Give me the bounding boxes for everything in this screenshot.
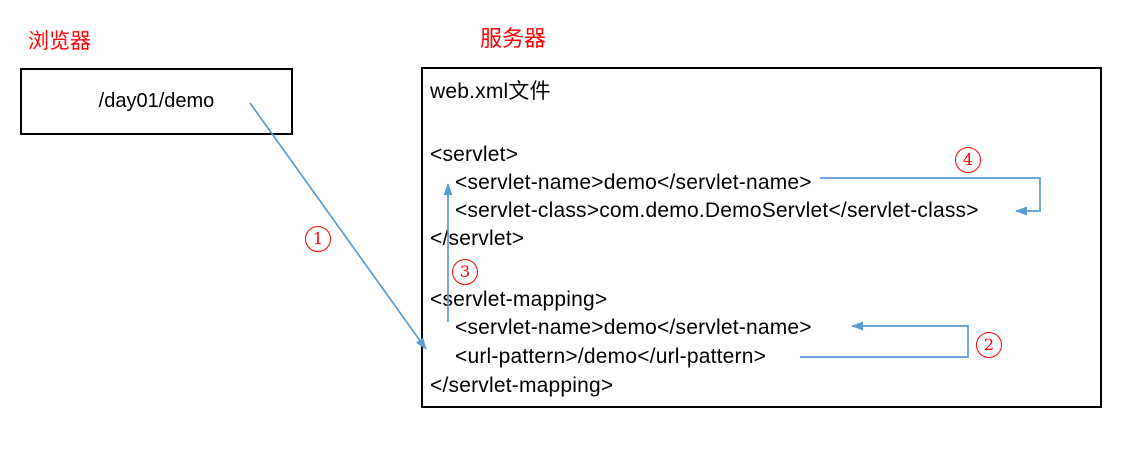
browser-box: /day01/demo	[20, 68, 293, 135]
step-2-badge: 2	[976, 332, 1002, 358]
xml-line-mapping-open: <servlet-mapping>	[430, 288, 608, 311]
server-zone-label: 服务器	[480, 26, 547, 51]
step-4-badge: 4	[955, 147, 981, 173]
xml-line-servlet-class: <servlet-class>com.demo.DemoServlet</ser…	[455, 199, 979, 222]
arrow-step1-request-to-urlpattern	[249, 102, 427, 350]
xml-line-servlet-name: <servlet-name>demo</servlet-name>	[455, 171, 812, 194]
xml-line-servlet-open: <servlet>	[430, 143, 519, 166]
browser-zone-label: 浏览器	[28, 30, 91, 53]
request-path: /day01/demo	[98, 90, 215, 112]
xml-line-mapping-close: </servlet-mapping>	[430, 374, 614, 397]
step-1-badge: 1	[305, 226, 331, 252]
step-3-badge: 3	[452, 259, 478, 285]
xml-line-servlet-close: </servlet>	[430, 227, 525, 250]
xml-line-mapping-servlet-name: <servlet-name>demo</servlet-name>	[455, 316, 812, 339]
webxml-file-label: web.xml文件	[430, 80, 551, 103]
xml-line-url-pattern: <url-pattern>/demo</url-pattern>	[455, 345, 767, 368]
